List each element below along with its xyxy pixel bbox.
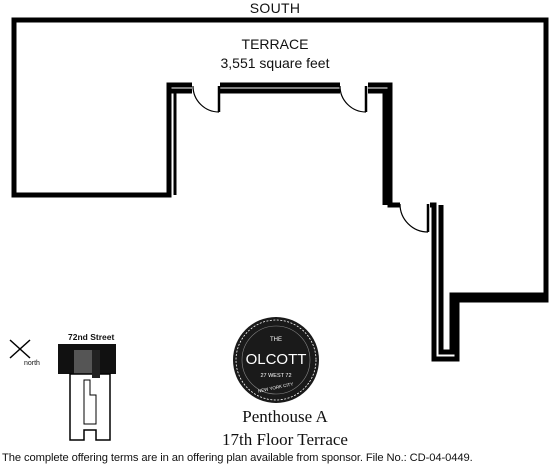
terrace-label: TERRACE — [241, 36, 309, 52]
north-label: north — [24, 360, 40, 367]
door-lower — [399, 200, 430, 233]
terrace-area: 3,551 square feet — [220, 55, 330, 71]
logo-sub-text: 27 WEST 72 — [260, 373, 291, 379]
unit-title: Penthouse A — [242, 407, 328, 426]
terrace-outer-wall — [11, 17, 549, 362]
compass-south-label: SOUTH — [249, 0, 301, 16]
compass-icon — [9, 339, 31, 359]
footer-disclaimer: The complete offering terms are in an of… — [2, 452, 473, 464]
key-plan-icon — [58, 344, 116, 441]
door-right — [339, 82, 368, 113]
key-plan-street-label: 72nd Street — [68, 332, 115, 342]
door-left — [192, 82, 221, 113]
inner-wall-right — [438, 205, 546, 355]
unit-floor: 17th Floor Terrace — [222, 430, 348, 449]
logo-top-text: THE — [270, 337, 282, 343]
inner-wall-top — [169, 88, 388, 205]
logo-name-text: OLCOTT — [246, 351, 307, 368]
olcott-logo: THE OLCOTT 27 WEST 72 NEW YORK CITY — [233, 317, 319, 403]
